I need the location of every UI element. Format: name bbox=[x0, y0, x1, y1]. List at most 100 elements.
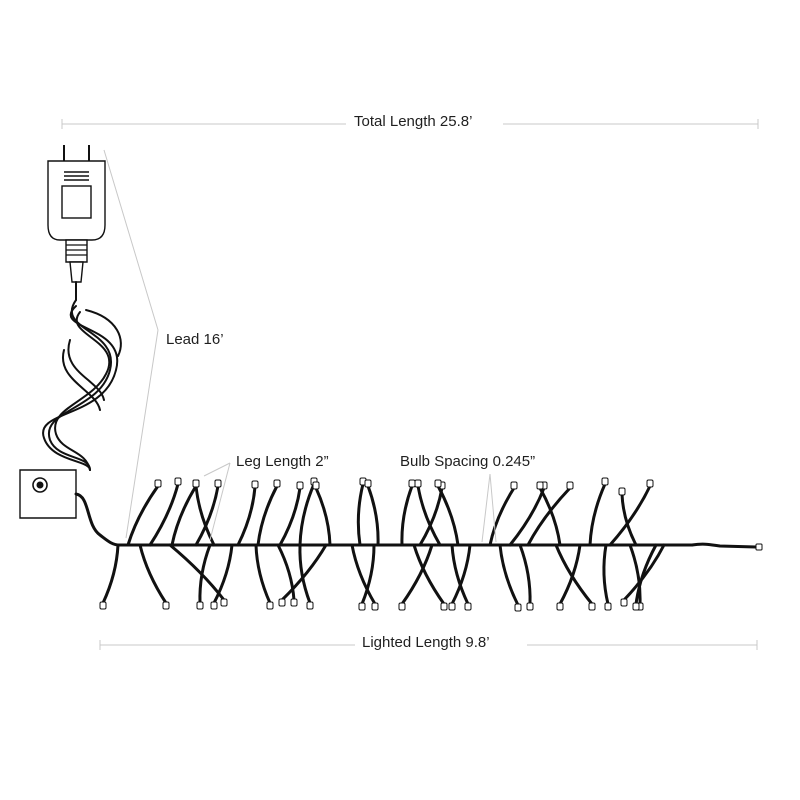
led-bulb-icon bbox=[556, 602, 564, 611]
led-bulb-icon bbox=[604, 602, 612, 611]
leg-length-label: Leg Length 2” bbox=[236, 453, 329, 470]
led-leg-wire bbox=[416, 484, 442, 547]
led-bulb-icon bbox=[196, 601, 204, 610]
total-length-dimension: Total Length 25.8’ bbox=[61, 113, 759, 130]
led-leg-wire bbox=[360, 543, 376, 606]
led-leg-wire bbox=[138, 543, 168, 605]
led-bulb-icon bbox=[632, 602, 640, 611]
led-bulb-icon bbox=[251, 480, 259, 489]
led-bulb-icon bbox=[646, 479, 654, 488]
led-leg-wire bbox=[254, 543, 272, 605]
led-leg-wire bbox=[194, 484, 220, 547]
led-bulb-icon bbox=[273, 479, 281, 488]
led-leg-wire bbox=[554, 543, 594, 606]
controller-box-icon bbox=[19, 469, 122, 547]
led-bulb-icon bbox=[210, 601, 218, 610]
led-bulb-icon bbox=[358, 602, 366, 611]
led-bulb-icon bbox=[620, 598, 628, 607]
led-leg-wire bbox=[628, 543, 642, 606]
bulb-spacing-label: Bulb Spacing 0.245” bbox=[400, 453, 535, 470]
lead-annotation: Lead 16’ bbox=[103, 149, 224, 539]
led-leg-wire bbox=[450, 543, 472, 606]
led-bulb-icon bbox=[414, 479, 422, 488]
led-bulb-icon bbox=[510, 481, 518, 490]
bulb-spacing-annotation: Bulb Spacing 0.245” bbox=[400, 453, 535, 543]
led-leg-wire bbox=[126, 484, 160, 547]
led-leg-wire bbox=[278, 486, 302, 547]
led-bulb-icon bbox=[296, 481, 304, 490]
led-leg-wire bbox=[538, 486, 562, 547]
lead-label: Lead 16’ bbox=[166, 331, 224, 348]
led-leg-wire bbox=[508, 486, 546, 547]
led-legs bbox=[99, 477, 666, 612]
led-bulb-icon bbox=[526, 602, 534, 611]
led-leg-wire bbox=[518, 543, 532, 606]
led-leg-wire bbox=[236, 485, 257, 547]
led-leg-wire bbox=[436, 484, 460, 547]
led-bulb-icon bbox=[220, 598, 228, 607]
led-leg-wire bbox=[366, 484, 380, 547]
led-leg-wire bbox=[276, 543, 296, 602]
led-leg-wire bbox=[212, 543, 234, 605]
led-bulb-icon bbox=[601, 477, 609, 486]
led-leg-wire bbox=[622, 543, 666, 602]
led-leg-wire bbox=[412, 543, 446, 606]
led-leg-wire bbox=[170, 484, 198, 547]
led-bulb-icon bbox=[162, 601, 170, 610]
led-bulb-icon bbox=[588, 602, 596, 611]
led-bulb-icon bbox=[536, 481, 544, 490]
led-leg-wire bbox=[168, 543, 226, 602]
led-bulb-icon bbox=[371, 602, 379, 611]
led-bulb-icon bbox=[154, 479, 162, 488]
led-leg-wire bbox=[634, 543, 658, 606]
led-bulb-icon bbox=[99, 601, 107, 610]
led-bulb-icon bbox=[398, 602, 406, 611]
led-leg-wire bbox=[498, 543, 520, 607]
led-leg-wire bbox=[298, 543, 312, 605]
led-bulb-icon bbox=[440, 602, 448, 611]
led-leg-wire bbox=[350, 543, 377, 606]
led-bulb-icon bbox=[306, 601, 314, 610]
led-bulb-icon bbox=[448, 602, 456, 611]
led-leg-wire bbox=[526, 486, 572, 547]
led-bulb-icon bbox=[566, 481, 574, 490]
led-leg-wire bbox=[314, 486, 332, 547]
led-bulb-icon bbox=[192, 479, 200, 488]
led-bulb-icon bbox=[290, 598, 298, 607]
led-leg-wire bbox=[280, 543, 328, 602]
led-leg-wire bbox=[608, 484, 652, 547]
led-leg-wire bbox=[602, 543, 610, 606]
led-leg-wire bbox=[198, 543, 212, 605]
led-bulb-icon bbox=[214, 479, 222, 488]
led-leg-wire bbox=[558, 543, 582, 606]
led-leg-wire bbox=[256, 484, 279, 547]
power-plug-icon bbox=[47, 145, 106, 283]
led-bulb-icon bbox=[618, 487, 626, 496]
led-leg-wire bbox=[101, 543, 120, 605]
led-leg-wire bbox=[356, 482, 365, 547]
led-leg-wire bbox=[620, 492, 638, 547]
led-bulb-icon bbox=[408, 479, 416, 488]
led-bulb-icon bbox=[278, 598, 286, 607]
led-leg-wire bbox=[450, 543, 470, 606]
led-leg-wire bbox=[148, 482, 180, 547]
led-leg-wire bbox=[298, 482, 316, 547]
total-length-label: Total Length 25.8’ bbox=[354, 113, 472, 130]
led-leg-wire bbox=[418, 486, 444, 547]
led-leg-wire bbox=[588, 482, 607, 547]
lighted-length-dimension: Lighted Length 9.8’ bbox=[99, 634, 758, 651]
led-bulb-icon bbox=[514, 603, 522, 612]
led-bulb-icon bbox=[434, 479, 442, 488]
led-bulb-icon bbox=[174, 477, 182, 486]
led-bulb-icon bbox=[266, 601, 274, 610]
coiled-lead-wire bbox=[42, 281, 122, 471]
led-leg-wire bbox=[400, 543, 434, 606]
led-bulb-icon bbox=[364, 479, 372, 488]
led-bulb-icon bbox=[464, 602, 472, 611]
led-leg-wire bbox=[488, 486, 516, 547]
lighted-length-label: Lighted Length 9.8’ bbox=[362, 634, 490, 651]
led-bulb-icon bbox=[312, 481, 320, 490]
leg-length-annotation: Leg Length 2” bbox=[203, 453, 329, 541]
led-leg-wire bbox=[194, 484, 216, 547]
